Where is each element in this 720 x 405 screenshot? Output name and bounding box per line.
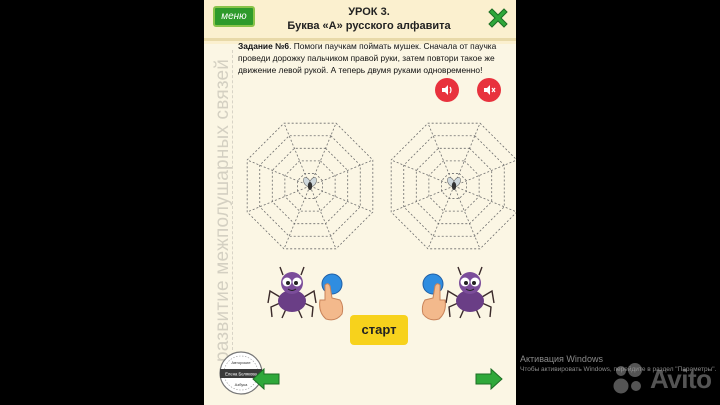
vertical-divider — [232, 50, 233, 350]
lesson-page: меню УРОК 3. Буква «А» русского алфавита… — [204, 0, 516, 405]
sound-off-button[interactable] — [477, 78, 501, 102]
spider-web-left[interactable] — [234, 112, 386, 260]
web-spoke — [391, 159, 455, 187]
web-spoke — [247, 185, 311, 213]
task-instruction: . Помоги паучкам поймать мушек. Сначала … — [238, 41, 497, 75]
web-spoke — [309, 185, 373, 213]
web-spoke — [283, 185, 311, 249]
header-bar — [204, 0, 516, 44]
speaker-on-icon — [442, 85, 452, 95]
web-ring — [246, 122, 374, 250]
next-button[interactable] — [475, 368, 503, 390]
side-caption: развитие межполушарных связей — [212, 58, 233, 362]
logo-author-text: Елена Белякова — [225, 372, 257, 377]
spider-web-right[interactable] — [378, 112, 516, 260]
arrow-right-icon — [475, 368, 503, 390]
web-spoke — [309, 159, 373, 187]
arrow-left-icon — [252, 368, 280, 390]
avito-watermark: Avito — [612, 362, 712, 396]
web-spoke — [391, 185, 455, 213]
activation-title: Активация Windows — [520, 354, 603, 364]
speaker-mute-icon — [484, 85, 496, 95]
close-icon[interactable] — [486, 6, 510, 30]
web-spoke — [309, 185, 337, 249]
start-button[interactable]: старт — [350, 315, 408, 345]
pointing-hand-left[interactable] — [310, 272, 348, 322]
header-divider — [204, 38, 516, 41]
page-subtitle: Буква «А» русского алфавита — [287, 20, 451, 32]
task-label: Задание №6 — [238, 41, 290, 51]
page-title: УРОК 3. — [348, 6, 390, 18]
web-spoke — [247, 159, 311, 187]
sound-on-button[interactable] — [435, 78, 459, 102]
avito-logo-icon — [613, 363, 642, 394]
fly-icon — [447, 177, 461, 190]
web-spoke — [453, 185, 481, 249]
web-ring — [403, 135, 505, 237]
fly-icon — [303, 177, 317, 190]
watermark-text: Avito — [650, 363, 712, 394]
spider-right — [445, 266, 495, 319]
task-text: Задание №6. Помоги паучкам поймать мушек… — [238, 40, 510, 76]
pointing-hand-right[interactable] — [417, 272, 455, 322]
spider-left — [267, 266, 317, 319]
menu-button[interactable]: меню — [213, 6, 255, 27]
author-logo: Авторские Елена Белякова Азбука — [219, 351, 263, 395]
web-spoke — [453, 159, 516, 187]
back-button[interactable] — [252, 368, 280, 390]
web-spoke — [427, 185, 455, 249]
web-ring — [390, 122, 516, 250]
web-ring — [259, 135, 361, 237]
logo-top-text: Авторские — [231, 360, 251, 365]
logo-bottom-text: Азбука — [235, 382, 248, 387]
web-spoke — [453, 185, 516, 213]
